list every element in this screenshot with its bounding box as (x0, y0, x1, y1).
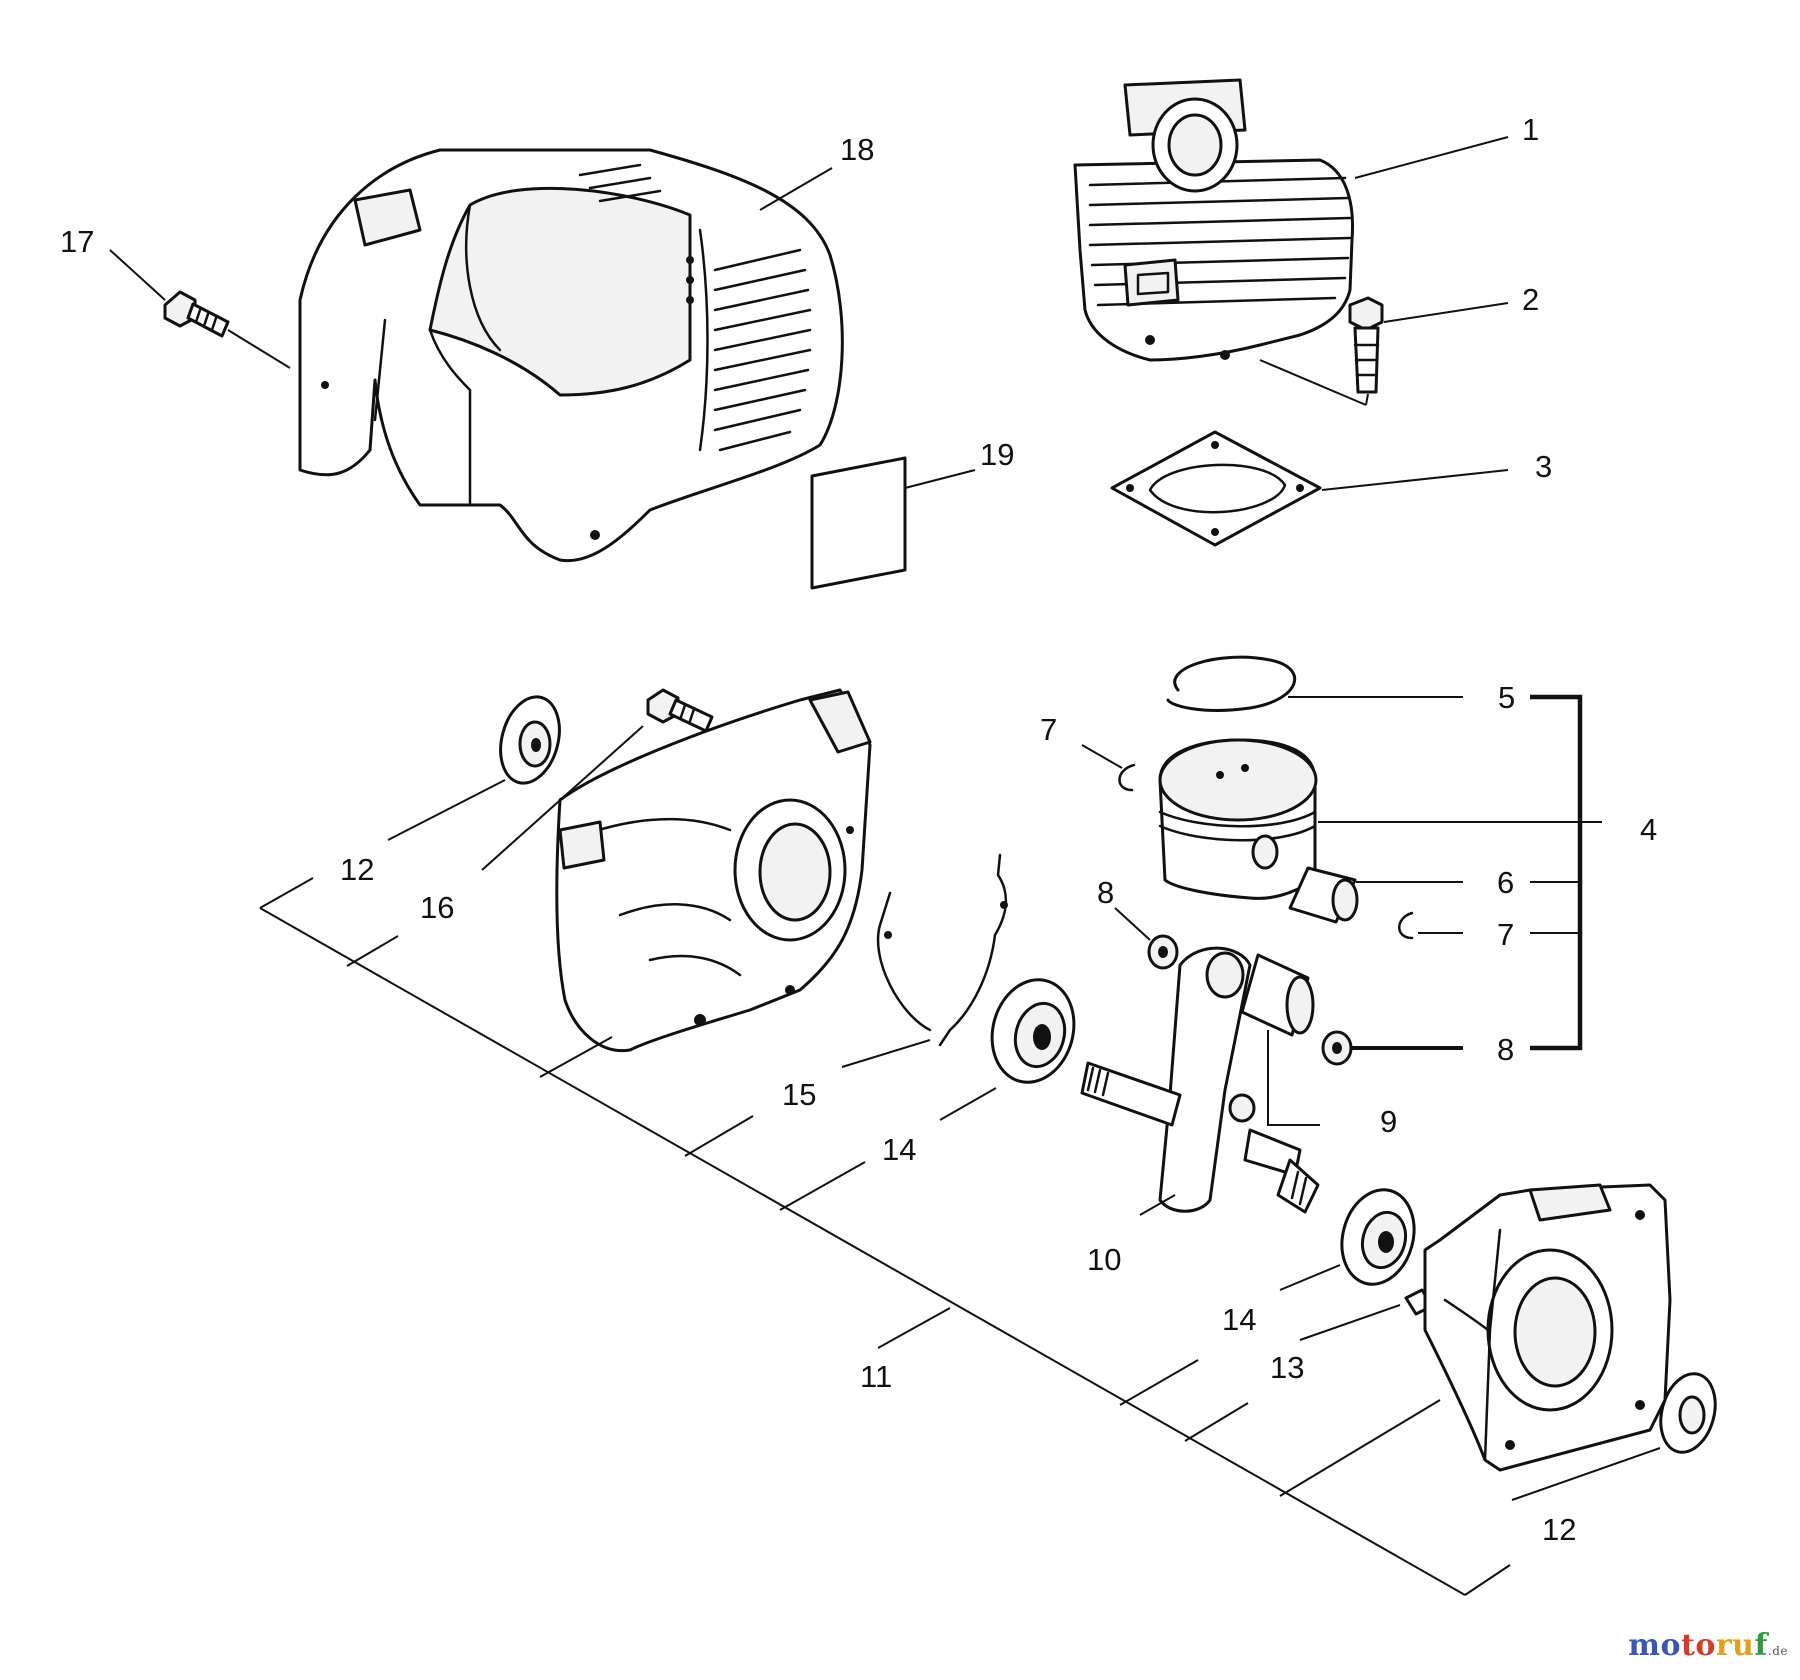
piston-pin-part (1288, 866, 1359, 924)
callout-numbers: 1 2 3 4 5 6 7 7 8 8 9 10 11 12 12 13 14 … (60, 112, 1657, 1547)
callout-14-left: 14 (882, 1132, 916, 1167)
callout-2: 2 (1522, 282, 1539, 317)
oil-seal-part-1 (499, 695, 561, 785)
callout-15: 15 (782, 1077, 816, 1112)
piston-part (1158, 738, 1318, 900)
watermark-part-2: to (1680, 1628, 1716, 1663)
piston-ring-part (1166, 655, 1297, 712)
screw-part (646, 688, 714, 733)
spark-plug-part (1348, 296, 1384, 394)
callout-8-left: 8 (1097, 875, 1114, 910)
crankcase-left-part (555, 688, 872, 1053)
watermark-part-4: f (1754, 1628, 1768, 1663)
callout-17: 17 (60, 224, 94, 259)
watermark-part-3: ru (1715, 1628, 1755, 1663)
needle-bearing-part (1240, 953, 1315, 1037)
leader-lines (109, 136, 1661, 1596)
crankcase-right-part (1423, 1183, 1672, 1472)
callout-10: 10 (1087, 1242, 1121, 1277)
ball-bearing-part-2 (1340, 1188, 1416, 1286)
callout-6: 6 (1497, 865, 1514, 900)
callout-9: 9 (1380, 1104, 1397, 1139)
callout-7-left: 7 (1040, 712, 1057, 747)
crankcase-gasket-part (876, 853, 1008, 1047)
circlip-parts (1118, 763, 1414, 940)
callout-18: 18 (840, 132, 874, 167)
callout-13: 13 (1270, 1350, 1304, 1385)
vent-slots (578, 163, 812, 452)
watermark-tld: .de (1767, 1644, 1788, 1658)
callout-19: 19 (980, 437, 1014, 472)
label-part (810, 456, 907, 590)
callout-3: 3 (1535, 449, 1552, 484)
oil-seal-part-2 (1659, 1372, 1717, 1454)
crankshaft-part (1080, 946, 1320, 1214)
site-watermark: motoruf.de (1628, 1628, 1788, 1663)
callout-4: 4 (1640, 812, 1657, 847)
fan-cover-part (298, 148, 844, 563)
callout-12-right: 12 (1542, 1512, 1576, 1547)
watermark-part-1: mo (1628, 1628, 1681, 1663)
callout-8-right: 8 (1497, 1032, 1514, 1067)
callout-11: 11 (860, 1359, 892, 1394)
cylinder-gasket-part (1110, 430, 1322, 547)
callout-12-left: 12 (340, 852, 374, 887)
callout-14-right: 14 (1222, 1302, 1256, 1337)
callout-5: 5 (1498, 680, 1515, 715)
cylinder-part (1073, 78, 1355, 362)
callout-7-right: 7 (1497, 917, 1514, 952)
bolt-part-top (163, 290, 230, 338)
callout-16: 16 (420, 890, 454, 925)
callout-1: 1 (1522, 112, 1539, 147)
washer-parts (1147, 934, 1353, 1066)
ball-bearing-part-1 (990, 978, 1076, 1084)
